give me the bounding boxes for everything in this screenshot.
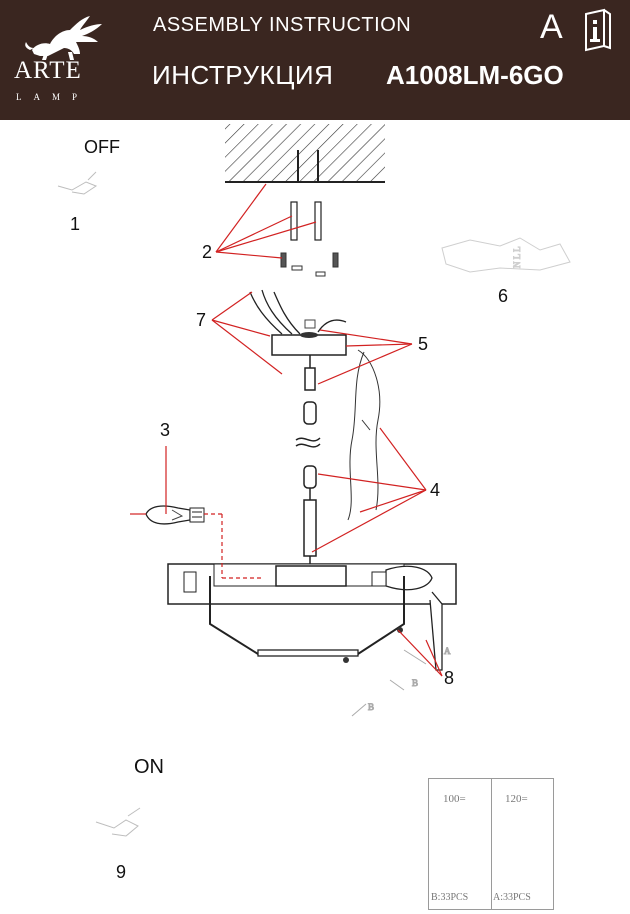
mounting-screws bbox=[280, 252, 339, 277]
crystal-b-size: 100= bbox=[443, 793, 466, 805]
callout-8: 8 bbox=[444, 668, 455, 688]
callout-6: 6 bbox=[498, 286, 509, 306]
bulb bbox=[145, 505, 205, 525]
svg-text:B: B bbox=[412, 678, 418, 688]
callout-2: 2 bbox=[202, 242, 213, 262]
fixture-body bbox=[167, 563, 457, 671]
callout-7: 7 bbox=[196, 310, 207, 330]
callout-4: 4 bbox=[430, 480, 441, 500]
canopy bbox=[249, 289, 347, 356]
callout-3: 3 bbox=[160, 420, 171, 440]
header-bar: ARTE LAMP ASSEMBLY INSTRUCTION ИНСТРУКЦИ… bbox=[0, 0, 630, 120]
ceiling-hatch bbox=[225, 124, 385, 183]
crystal-b-quantity: B:33PCS bbox=[431, 892, 469, 903]
leader-lines bbox=[130, 183, 443, 677]
crystal-a-quantity: A:33PCS bbox=[493, 892, 531, 903]
callout-5: 5 bbox=[418, 334, 429, 354]
svg-text:B: B bbox=[368, 702, 374, 712]
svg-text:A: A bbox=[444, 646, 451, 656]
crystal-table-divider bbox=[491, 779, 492, 909]
callout-9: 9 bbox=[116, 862, 127, 882]
wall-anchors bbox=[290, 201, 322, 241]
model-number: A1008LM-6GO bbox=[386, 60, 564, 90]
switch-off-sketch bbox=[57, 171, 98, 195]
crystal-table: 100= 120= B:33PCS A:33PCS bbox=[428, 778, 554, 910]
part-6-sketch: N L L bbox=[441, 237, 571, 273]
label-on: ON bbox=[134, 756, 164, 778]
brand-subtitle: LAMP bbox=[16, 92, 90, 102]
griffin-logo bbox=[25, 16, 102, 60]
crystal-a-size: 120= bbox=[505, 793, 528, 805]
chain-and-rod bbox=[295, 355, 321, 566]
title-russian: ИНСТРУКЦИЯ bbox=[152, 60, 334, 90]
label-off: OFF bbox=[84, 137, 120, 157]
title-english: ASSEMBLY INSTRUCTION bbox=[153, 14, 412, 36]
brand-name: ARTE bbox=[14, 57, 82, 84]
crystal-sketches: A B B bbox=[351, 646, 452, 717]
callout-1: 1 bbox=[70, 214, 81, 234]
language-letter: A bbox=[540, 8, 563, 46]
glass-column bbox=[347, 349, 381, 521]
switch-on-sketch bbox=[95, 807, 141, 837]
assembly-diagram: N L L bbox=[57, 124, 571, 889]
info-book-icon bbox=[585, 8, 611, 52]
svg-text:N L L: N L L bbox=[512, 246, 522, 268]
